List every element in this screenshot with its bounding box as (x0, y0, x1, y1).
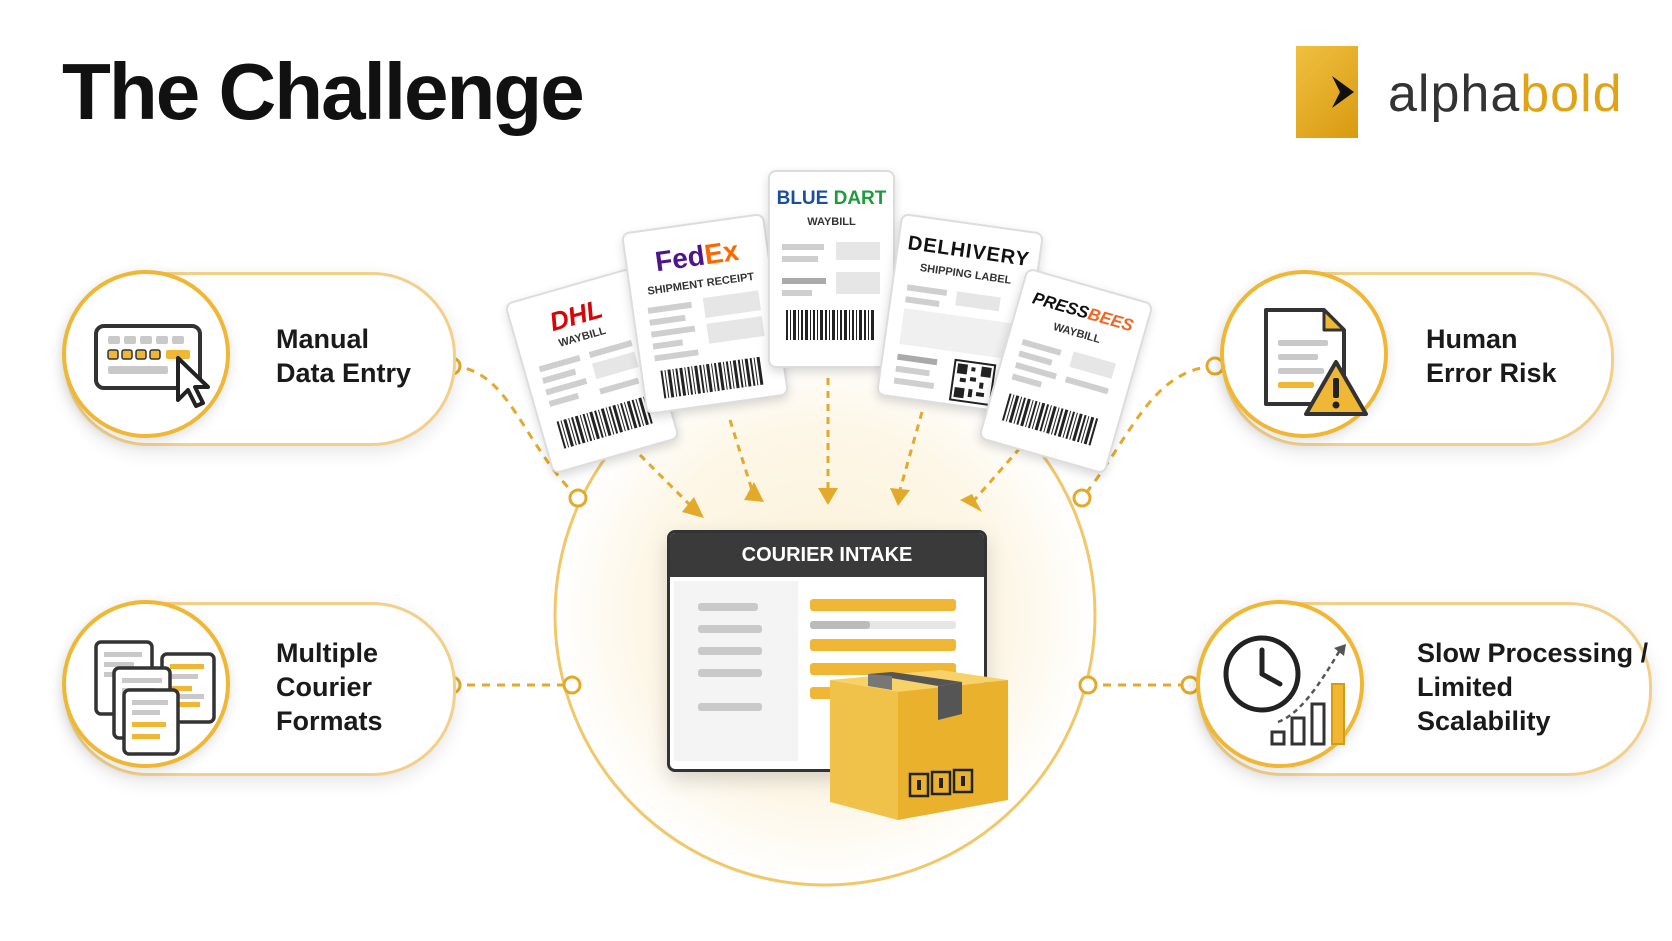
connector-human-error (1080, 364, 1216, 499)
human-error-line1: Human (1426, 324, 1518, 354)
multiple-formats-icon-circle (62, 600, 230, 768)
logo-text-light: alpha (1388, 65, 1521, 123)
bluedart-brand-blue: BLUE (776, 188, 834, 209)
document-delhivery: DELHIVERY SHIPPING LABEL (875, 212, 1045, 416)
multiple-formats-line1: Multiple (276, 638, 378, 668)
intake-form-lines (674, 581, 956, 761)
human-error-label: Human Error Risk (1426, 322, 1557, 390)
document-pressbees: PRESSBEES WAYBILL (978, 267, 1154, 475)
manual-entry-label: Manual Data Entry (276, 322, 411, 390)
document-bluedart: BLUE DART WAYBILL (768, 170, 895, 368)
manual-entry-line1: Manual (276, 324, 370, 354)
document-dhl: DHL WAYBILL (504, 267, 680, 475)
logo-wordmark: alphabold (1388, 64, 1623, 124)
documents-icon (94, 640, 216, 756)
slow-processing-line2: Limited (1417, 672, 1514, 702)
keyboard-icon (94, 324, 210, 408)
dhl-lines (538, 340, 653, 449)
document-fedex: FedEx SHIPMENT RECEIPT (620, 212, 790, 416)
fedex-brand-ex: Ex (702, 234, 741, 271)
courier-intake-window: COURIER INTAKE (667, 530, 987, 772)
alphabold-logo: alphabold (1296, 46, 1622, 138)
fedex-lines (647, 290, 765, 399)
bluedart-label: WAYBILL (807, 216, 856, 228)
delhivery-lines (893, 284, 1014, 407)
pressbees-lines (1001, 338, 1117, 446)
slow-processing-line1: Slow Processing / (1417, 638, 1649, 668)
page-title: The Challenge (62, 47, 585, 136)
logo-text-bold: bold (1520, 65, 1623, 123)
bluedart-brand: BLUE DART (770, 188, 893, 210)
arrow-delhivery (898, 411, 924, 491)
slow-processing-icon-circle (1196, 600, 1364, 768)
slow-processing-line3: Scalability (1417, 706, 1551, 736)
human-error-icon-circle (1220, 270, 1388, 438)
multiple-formats-line2: Courier (276, 672, 373, 702)
clock-chart-icon (1223, 635, 1346, 746)
bluedart-brand-dart: DART (833, 188, 887, 209)
logo-mark-icon (1296, 46, 1358, 138)
slow-processing-label: Slow Processing / Limited Scalability (1417, 636, 1648, 738)
pressbees-brand-bees: BEES (1085, 304, 1136, 336)
document-warning-icon (1264, 308, 1368, 416)
manual-entry-icon-circle (62, 270, 230, 438)
package-box-icon (830, 670, 1008, 820)
fedex-brand-fed: Fed (653, 239, 707, 278)
multiple-formats-line3: Formats (276, 706, 383, 736)
arrow-dhl (638, 453, 692, 507)
courier-intake-header: COURIER INTAKE (670, 533, 984, 577)
human-error-line2: Error Risk (1426, 358, 1557, 388)
bluedart-lines (782, 242, 880, 340)
connector-manual-entry (451, 364, 580, 500)
manual-entry-line2: Data Entry (276, 358, 412, 388)
multiple-formats-label: Multiple Courier Formats (276, 636, 383, 738)
